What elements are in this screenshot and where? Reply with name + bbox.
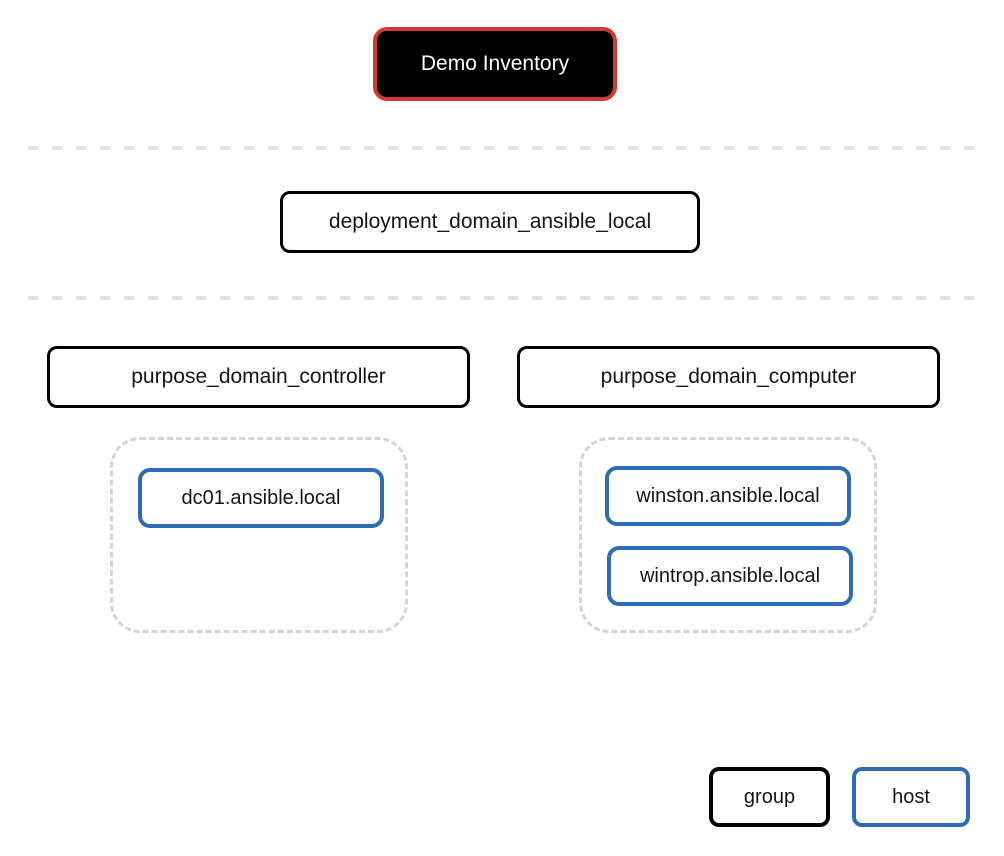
host-node-label: dc01.ansible.local [181, 486, 341, 509]
group-node-purpose-domain-controller: purpose_domain_controller [47, 346, 470, 408]
legend-group-label: group [743, 785, 796, 808]
host-container-computer: winston.ansible.local wintrop.ansible.lo… [579, 437, 877, 633]
inventory-node-demo-inventory: Demo Inventory [373, 27, 617, 101]
inventory-node-label: Demo Inventory [420, 52, 570, 75]
group-node-label: deployment_domain_ansible_local [328, 210, 652, 233]
group-node-purpose-domain-computer: purpose_domain_computer [517, 346, 940, 408]
host-container-controller: dc01.ansible.local [110, 437, 408, 633]
tier-separator-top [28, 146, 976, 150]
group-node-label: purpose_domain_controller [131, 365, 386, 388]
legend-host-box: host [852, 767, 970, 827]
legend-group-box: group [709, 767, 830, 827]
host-node-winston-ansible-local: winston.ansible.local [605, 466, 851, 526]
host-node-label: wintrop.ansible.local [639, 564, 821, 587]
group-node-label: purpose_domain_computer [600, 365, 857, 388]
host-node-wintrop-ansible-local: wintrop.ansible.local [607, 546, 853, 606]
legend-host-label: host [892, 785, 930, 808]
group-node-deployment-domain-ansible-local: deployment_domain_ansible_local [280, 191, 700, 253]
tier-separator-bottom [28, 296, 976, 300]
host-node-label: winston.ansible.local [636, 484, 820, 507]
host-node-dc01-ansible-local: dc01.ansible.local [138, 468, 384, 528]
